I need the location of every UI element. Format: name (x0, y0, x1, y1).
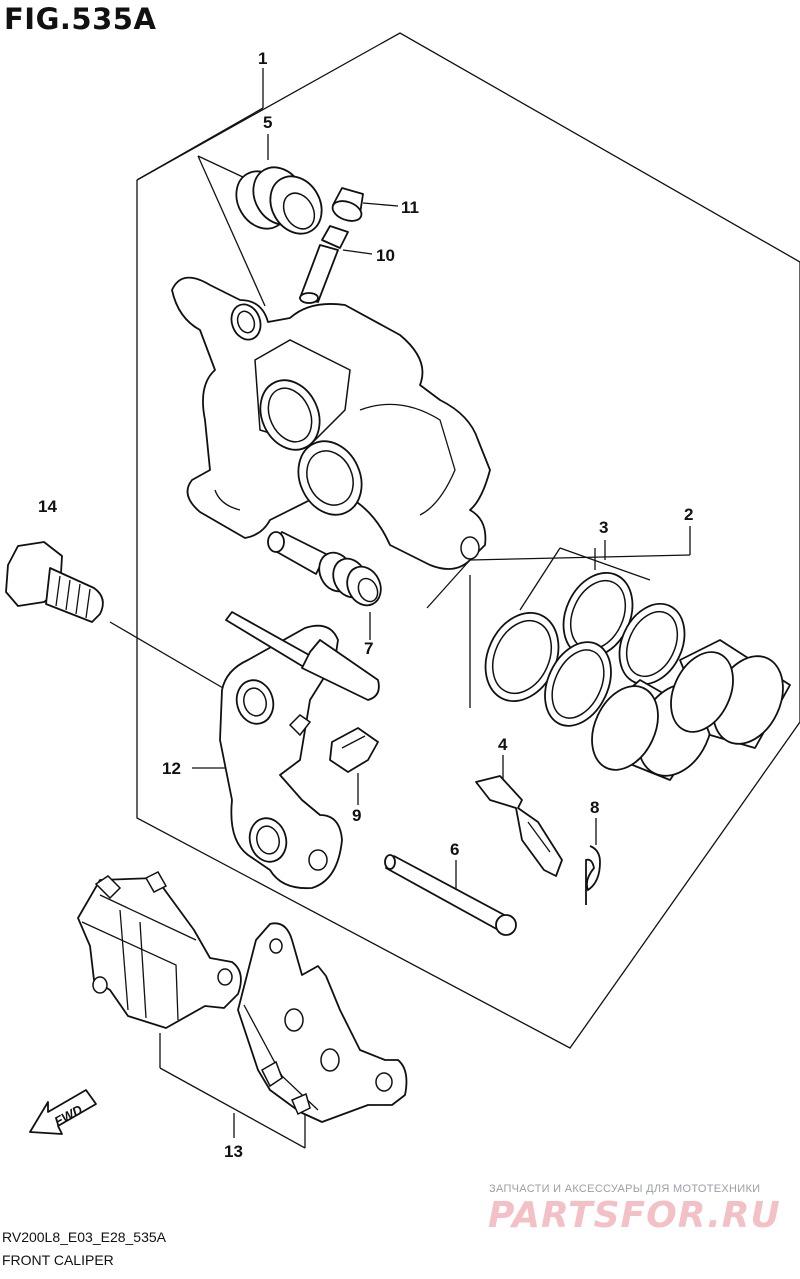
piston-boot-part (235, 166, 323, 235)
callout-9: 9 (352, 806, 361, 825)
callout-8: 8 (590, 798, 599, 817)
callout-7: 7 (364, 639, 373, 658)
figure-caption: FRONT CALIPER (2, 1252, 114, 1268)
callout-13: 13 (224, 1142, 243, 1161)
callout-6: 6 (450, 840, 459, 859)
piston-part (591, 639, 791, 781)
slide-pin-boot-part (267, 531, 382, 607)
leader-lines (109, 68, 691, 1149)
brake-pad-part (77, 871, 242, 1029)
callout-12: 12 (162, 759, 181, 778)
assembly-outline (136, 32, 800, 1049)
callout-14: 14 (38, 497, 57, 516)
pad-pin-part (384, 854, 517, 936)
fwd-arrow-icon: FWD (29, 1089, 97, 1135)
figure-code: RV200L8_E03_E28_535A (2, 1229, 167, 1245)
piston-seal-set (484, 571, 686, 727)
callout-4: 4 (498, 735, 508, 754)
bleeder-screw-part (299, 225, 349, 304)
watermark-brand-logo: PARTSFOR.RU (488, 1195, 781, 1236)
caliper-bracket-part (219, 611, 380, 890)
pad-spring-clip-part (329, 727, 379, 773)
callout-2: 2 (684, 505, 693, 524)
pad-spring-part (475, 775, 563, 877)
watermark-tagline: ЗАПЧАСТИ И АКСЕССУАРЫ ДЛЯ МОТОТЕХНИКИ (489, 1183, 761, 1195)
mounting-bolt-part (5, 541, 104, 623)
brake-pad-part (237, 922, 408, 1123)
r-clip-part (585, 845, 601, 905)
bleeder-cap-part (331, 187, 364, 222)
callout-10: 10 (376, 246, 395, 265)
callout-3: 3 (599, 518, 608, 537)
callout-5: 5 (263, 113, 272, 132)
callout-11: 11 (401, 198, 419, 217)
callout-1: 1 (258, 49, 267, 68)
figure-title: FIG.535A (4, 2, 157, 36)
caliper-body-part (171, 276, 491, 570)
